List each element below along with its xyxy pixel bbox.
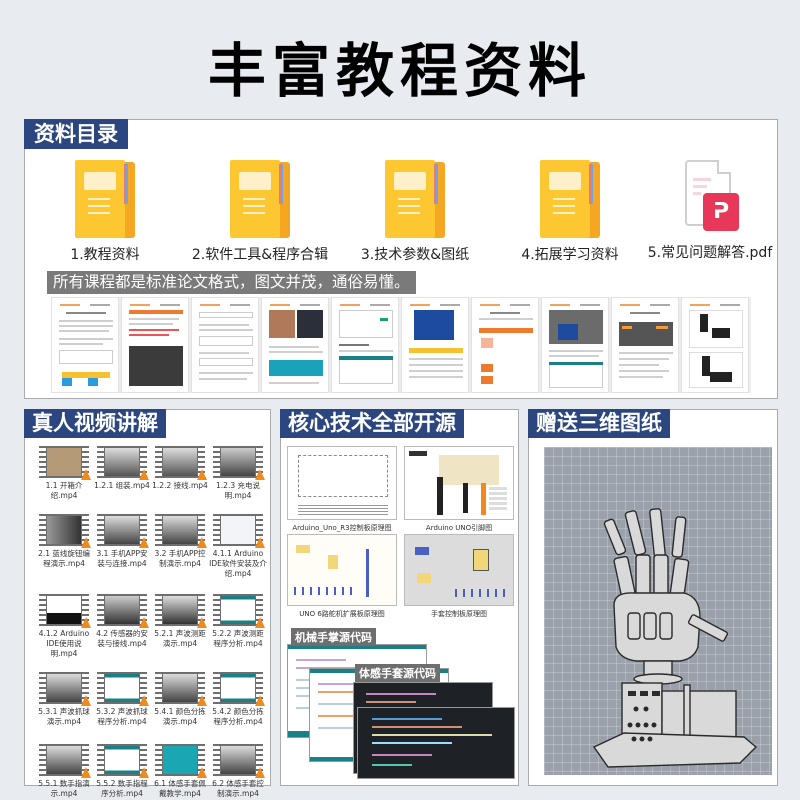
video-file-icon <box>39 744 91 778</box>
video-item[interactable]: 6.1 体感手套佩戴教学.mp4 <box>151 744 209 799</box>
code-tag-glove: 体感手套源代码 <box>355 664 440 682</box>
video-file-icon <box>39 446 91 480</box>
video-item[interactable]: 3.2 手机APP控制演示.mp4 <box>151 514 209 569</box>
pinout-caption: Arduino UNO引脚图 <box>425 524 493 532</box>
schematic-caption: Arduino_Uno_R3控制板原理图 <box>292 524 392 532</box>
schematic-caption: UNO 6路舵机扩展板原理图 <box>299 610 385 618</box>
video-item[interactable]: 1.2.1 组装.mp4 <box>93 446 151 491</box>
code-tag-hand: 机械手掌源代码 <box>291 628 376 646</box>
folder-name: 3.技术参数&图纸 <box>360 247 470 263</box>
document-page-thumbnail <box>261 297 329 393</box>
video-item[interactable]: 1.2.2 接线.mp4 <box>151 446 209 491</box>
pdf-icon: ᕈ <box>681 160 739 236</box>
folder-icon <box>75 160 135 238</box>
video-file-icon <box>155 594 207 628</box>
open-source-panel: 核心技术全部开源 Arduino_Uno_R3控制板原理图 Arduino UN… <box>280 409 519 786</box>
schematic-image <box>287 446 397 520</box>
folder-name: 4.拓展学习资料 <box>521 247 619 263</box>
video-file-icon <box>39 514 91 548</box>
document-page-thumbnail <box>401 297 469 393</box>
video-item[interactable]: 5.5.2 数手指程序分析.mp4 <box>93 744 151 799</box>
document-page-thumbnail <box>681 297 749 393</box>
notice-banner: 所有课程都是标准论文格式，图文并茂，通俗易懂。 <box>47 271 416 294</box>
catalog-panel: 资料目录 1.教程资料 2.软件工具&程序合辑 3.技术参数&图纸 <box>24 119 778 399</box>
video-item[interactable]: 1.2.3 充电说明.mp4 <box>209 446 267 501</box>
video-file-icon <box>97 744 149 778</box>
pinout-image <box>404 446 514 520</box>
document-page-thumbnail <box>121 297 189 393</box>
video-file-icon <box>213 744 265 778</box>
schematic-image <box>287 534 397 606</box>
folder-icon <box>230 160 290 238</box>
pdf-badge-icon: ᕈ <box>703 193 739 231</box>
document-page-thumbnail <box>611 297 679 393</box>
video-item[interactable]: 3.1 手机APP安装与连接.mp4 <box>93 514 151 569</box>
folder-item-software[interactable]: 2.软件工具&程序合辑 <box>180 160 340 264</box>
video-item[interactable]: 4.2 传感器的安装与接线.mp4 <box>93 594 151 649</box>
video-tag: 真人视频讲解 <box>24 409 166 438</box>
3d-drawings-panel: 赠送三维图纸 <box>528 409 778 786</box>
video-file-icon <box>155 672 207 706</box>
video-panel: 真人视频讲解 1.1 开箱介绍.mp4 1.2.1 组装.mp4 1.2.2 接… <box>24 409 271 798</box>
video-item[interactable]: 5.3.1 声波抓球演示.mp4 <box>35 672 93 727</box>
3d-drawings-tag: 赠送三维图纸 <box>528 409 670 438</box>
dark-code-window <box>357 707 515 779</box>
folder-name: 1.教程资料 <box>70 247 140 263</box>
folder-item-extended[interactable]: 4.拓展学习资料 <box>490 160 650 264</box>
page-title: 丰富教程资料 <box>207 37 592 105</box>
video-item[interactable]: 4.1.1 Arduino IDE软件安装及介绍.mp4 <box>209 514 267 579</box>
document-page-thumbnail <box>541 297 609 393</box>
video-item[interactable]: 6.2 体感手套控制演示.mp4 <box>209 744 267 799</box>
video-file-icon <box>97 594 149 628</box>
video-file-icon <box>213 446 265 480</box>
document-page-thumbnail <box>471 297 539 393</box>
folder-icon <box>385 160 445 238</box>
video-item[interactable]: 5.4.2 颜色分拣程序分析.mp4 <box>209 672 267 727</box>
document-preview-strip <box>51 297 751 393</box>
video-file-icon <box>97 446 149 480</box>
video-file-icon <box>155 446 207 480</box>
folder-name: 2.软件工具&程序合辑 <box>191 247 329 263</box>
video-file-icon <box>155 744 207 778</box>
video-item[interactable]: 5.2.2 声波测距程序分析.mp4 <box>209 594 267 649</box>
video-file-icon <box>97 672 149 706</box>
folder-item-specs[interactable]: 3.技术参数&图纸 <box>335 160 495 264</box>
video-item[interactable]: 5.5.1 数手指演示.mp4 <box>35 744 93 799</box>
video-item[interactable]: 2.1 蓝线旋钮编程演示.mp4 <box>35 514 93 569</box>
folder-item-tutorials[interactable]: 1.教程资料 <box>25 160 185 264</box>
video-file-icon <box>39 594 91 628</box>
video-item[interactable]: 4.1.2 Arduino IDE使用说明.mp4 <box>35 594 93 659</box>
cad-render-image <box>544 447 772 775</box>
video-file-icon <box>213 514 265 548</box>
schematic-caption: 手套控制板原理图 <box>431 610 487 618</box>
video-item[interactable]: 5.4.1 颜色分拣演示.mp4 <box>151 672 209 727</box>
document-page-thumbnail <box>191 297 259 393</box>
folder-icon <box>540 160 600 238</box>
schematic-image <box>404 534 514 606</box>
video-item[interactable]: 5.3.2 声波抓球程序分析.mp4 <box>93 672 151 727</box>
catalog-tag: 资料目录 <box>24 119 128 149</box>
folder-list: 1.教程资料 2.软件工具&程序合辑 3.技术参数&图纸 4.拓展学习资料 <box>25 160 777 263</box>
video-file-icon <box>213 594 265 628</box>
video-file-icon <box>97 514 149 548</box>
video-file-icon <box>39 672 91 706</box>
document-page-thumbnail <box>51 297 119 393</box>
video-file-icon <box>213 672 265 706</box>
video-item[interactable]: 1.1 开箱介绍.mp4 <box>35 446 93 501</box>
robotic-hand-icon <box>592 508 758 768</box>
open-source-tag: 核心技术全部开源 <box>280 409 464 438</box>
video-item[interactable]: 5.2.1 声波测距演示.mp4 <box>151 594 209 649</box>
file-item-faq-pdf[interactable]: ᕈ 5.常见问题解答.pdf <box>630 160 790 262</box>
document-page-thumbnail <box>331 297 399 393</box>
video-file-icon <box>155 514 207 548</box>
file-name: 5.常见问题解答.pdf <box>647 245 773 261</box>
